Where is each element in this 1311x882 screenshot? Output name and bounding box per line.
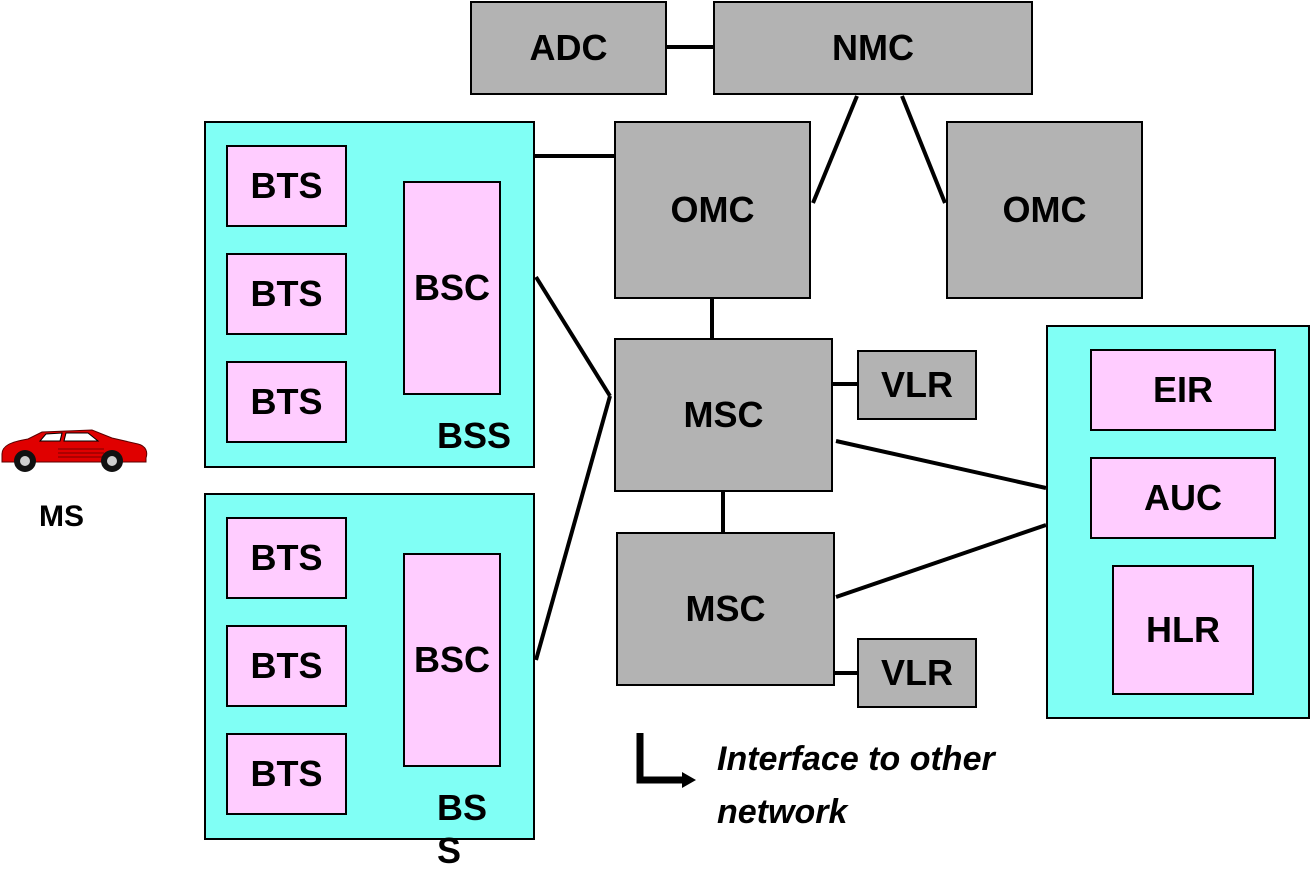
- interface-arrow-icon: [636, 733, 696, 788]
- bsc-label-1: BSC: [413, 267, 490, 308]
- link-bss-1-msc-1: [534, 275, 612, 398]
- eir-box: EIR: [1090, 349, 1276, 431]
- auc-box: AUC: [1090, 457, 1276, 539]
- link-msc-2-hlr-block: [835, 523, 1047, 599]
- bts-box-2b: BTS: [226, 625, 347, 707]
- bss-label-1: BSS: [437, 415, 512, 456]
- bsc-box-2: BSC: [403, 553, 501, 767]
- msc-box-2: MSC: [616, 532, 835, 686]
- link-nmc-omc-1: [811, 95, 859, 204]
- link-msc-1-hlr-block: [835, 439, 1047, 490]
- bss-label-2-line1: BS: [437, 787, 488, 828]
- bsc-box-1: BSC: [403, 181, 501, 395]
- bss-label-2-line2: S: [437, 830, 462, 871]
- hlr-box: HLR: [1112, 565, 1254, 695]
- msc-label-2: MSC: [685, 588, 766, 629]
- nmc-label: NMC: [832, 27, 914, 68]
- bts-box-1c: BTS: [226, 361, 347, 443]
- bts-label-2b: BTS: [250, 645, 323, 686]
- legend-text-line1: Interface to other: [717, 740, 995, 778]
- bts-box-1a: BTS: [226, 145, 347, 227]
- bts-box-1b: BTS: [226, 253, 347, 335]
- msc-label-1: MSC: [683, 394, 764, 435]
- legend-text-line2: network: [717, 793, 848, 831]
- msc-box-1: MSC: [614, 338, 833, 492]
- omc-box-2: OMC: [946, 121, 1143, 299]
- bts-label-1b: BTS: [250, 273, 323, 314]
- vlr-label-1: VLR: [881, 364, 953, 405]
- vlr-box-1: VLR: [857, 350, 977, 420]
- bts-label-2a: BTS: [250, 537, 323, 578]
- bts-box-2a: BTS: [226, 517, 347, 599]
- adc-box: ADC: [470, 1, 667, 95]
- ms-label: MS: [39, 500, 84, 533]
- auc-label: AUC: [1144, 477, 1222, 518]
- link-nmc-omc-2: [900, 95, 947, 204]
- nmc-box: NMC: [713, 1, 1033, 95]
- vlr-box-2: VLR: [857, 638, 977, 708]
- omc-box-1: OMC: [614, 121, 811, 299]
- bts-label-2c: BTS: [250, 753, 323, 794]
- omc-label-2: OMC: [1002, 189, 1087, 230]
- car-icon: [1, 429, 148, 472]
- bsc-label-2: BSC: [413, 639, 490, 680]
- bts-label-1c: BTS: [250, 381, 323, 422]
- omc-label-1: OMC: [670, 189, 755, 230]
- hlr-label: HLR: [1146, 609, 1220, 650]
- bts-label-1a: BTS: [250, 165, 323, 206]
- vlr-label-2: VLR: [881, 652, 953, 693]
- adc-label: ADC: [529, 27, 608, 68]
- bts-box-2c: BTS: [226, 733, 347, 815]
- eir-label: EIR: [1152, 369, 1213, 410]
- link-bss-2-msc-1: [534, 395, 612, 661]
